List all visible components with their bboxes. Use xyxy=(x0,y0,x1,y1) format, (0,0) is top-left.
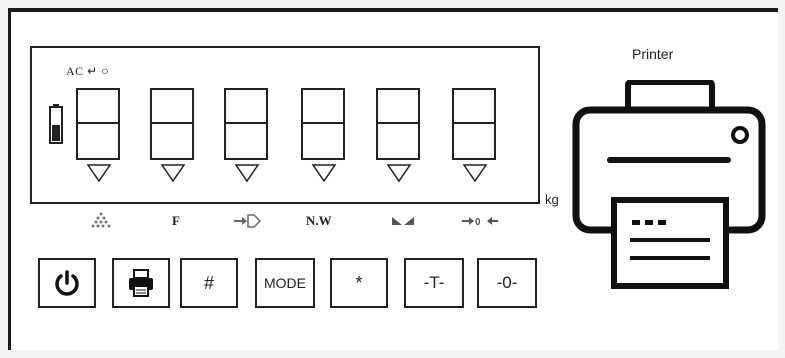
net-weight-indicator: N.W xyxy=(306,213,332,228)
zero-button[interactable]: -0- xyxy=(477,258,537,308)
arrow-box-icon xyxy=(234,214,262,228)
bowtie-icon xyxy=(392,217,414,225)
printer-label: Printer xyxy=(632,46,674,62)
triangle-marker-4 xyxy=(311,164,337,183)
printer-graphic-icon xyxy=(572,80,766,289)
printer-icon xyxy=(129,269,153,297)
tare-button[interactable]: -T- xyxy=(404,258,464,308)
star-button[interactable]: * xyxy=(330,258,388,308)
tare-label: -T- xyxy=(423,273,445,292)
digit-5 xyxy=(376,88,420,160)
hash-label: # xyxy=(203,272,214,293)
triangle-marker-5 xyxy=(386,164,412,183)
ac-label: AC xyxy=(66,64,84,78)
zero-label: -0- xyxy=(496,273,518,292)
ac-return-icon: ↵ ○ xyxy=(83,64,109,78)
digit-2 xyxy=(150,88,194,160)
ac-indicator: AC ↵ ○ xyxy=(66,64,109,79)
hash-button[interactable]: # xyxy=(180,258,238,308)
mode-button[interactable]: MODE xyxy=(255,258,315,308)
triangle-marker-2 xyxy=(160,164,186,183)
digit-4 xyxy=(301,88,345,160)
digit-1 xyxy=(76,88,120,160)
power-icon xyxy=(55,270,79,296)
stability-icon xyxy=(91,212,111,228)
zero-indicator-icon: 0 xyxy=(462,217,498,227)
triangle-marker-1 xyxy=(86,164,112,183)
lcd-display xyxy=(30,46,540,204)
star-label: * xyxy=(355,272,363,293)
digit-6 xyxy=(452,88,496,160)
svg-text:0: 0 xyxy=(475,217,481,227)
f-indicator: F xyxy=(172,213,180,228)
triangle-marker-3 xyxy=(234,164,260,183)
print-button[interactable] xyxy=(112,258,170,308)
battery-icon xyxy=(49,104,63,144)
triangle-marker-6 xyxy=(462,164,488,183)
power-button[interactable] xyxy=(38,258,96,308)
unit-label: kg xyxy=(545,192,559,207)
digit-3 xyxy=(224,88,268,160)
mode-label: MODE xyxy=(264,275,306,291)
